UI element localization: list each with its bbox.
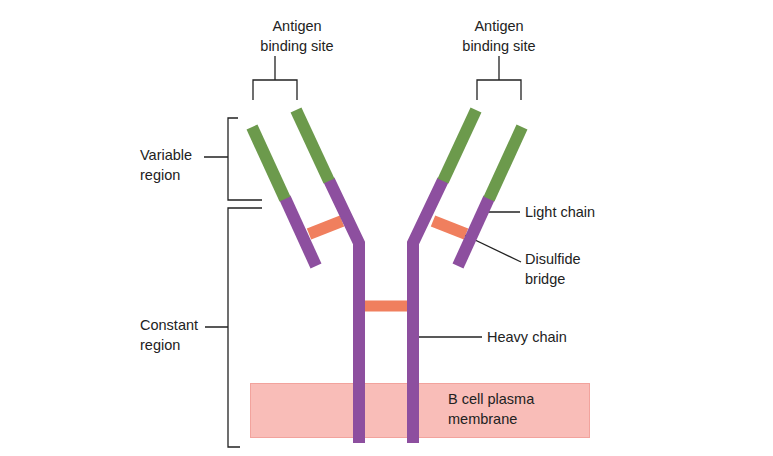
part-label: Light chain xyxy=(525,202,635,222)
disulfide-bridge xyxy=(433,221,466,234)
variable-domain xyxy=(296,110,329,181)
region-label: Constant region xyxy=(140,315,206,355)
light-chain xyxy=(458,198,489,266)
membrane-band: B cell plasma membrane xyxy=(250,383,590,438)
disulfide-bridge xyxy=(309,221,342,234)
bracket xyxy=(477,56,521,100)
variable-domain xyxy=(489,127,522,199)
disulfide-bridge xyxy=(365,301,407,312)
region-label: Antigen binding site xyxy=(453,16,545,56)
part-label: Heavy chain xyxy=(487,327,607,347)
variable-domain xyxy=(252,127,285,199)
region-label: Antigen binding site xyxy=(251,16,343,56)
light-chain xyxy=(285,198,316,266)
leader-line xyxy=(414,336,482,337)
part-label: Disulfide bridge xyxy=(525,249,605,289)
region-label: Variable region xyxy=(140,145,206,185)
bracket xyxy=(253,56,297,100)
variable-domain xyxy=(443,110,476,181)
membrane-label: B cell plasma membrane xyxy=(448,389,570,429)
